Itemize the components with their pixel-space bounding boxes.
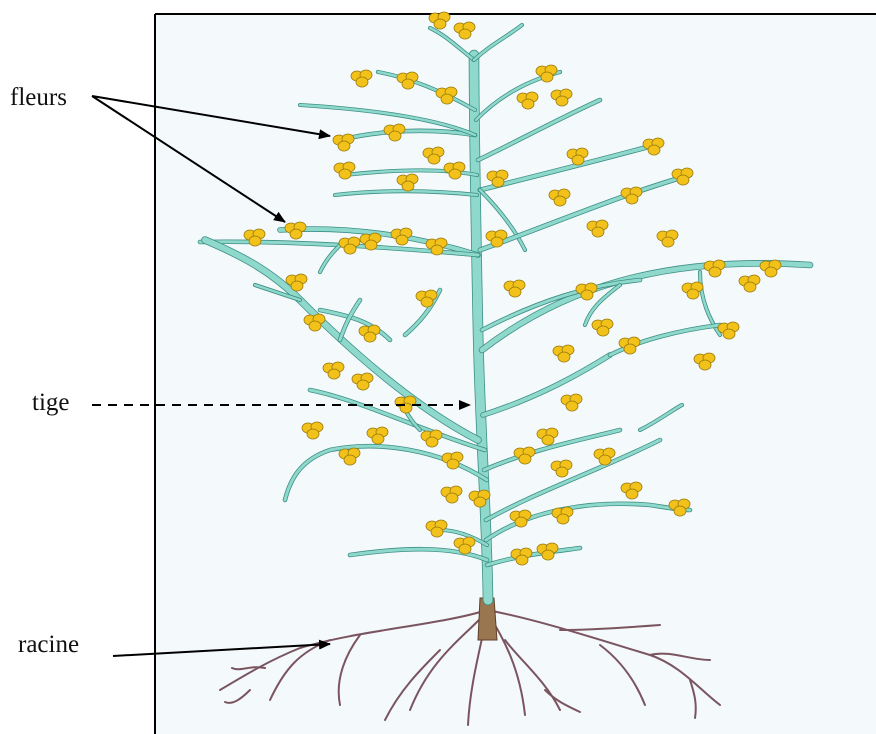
flower-petal	[624, 344, 636, 354]
flower-petal	[339, 169, 351, 179]
flower-petal	[626, 489, 638, 499]
flower-petal	[356, 77, 368, 87]
flower-petal	[516, 555, 528, 565]
flower-petal	[426, 437, 438, 447]
label-flowers: fleurs	[10, 84, 67, 111]
flower-petal	[723, 329, 735, 339]
flower-petal	[402, 181, 414, 191]
flower-petal	[344, 244, 356, 254]
label-stem: tige	[32, 389, 70, 416]
flower-petal	[307, 429, 319, 439]
flower-petal	[328, 369, 340, 379]
flower-petal	[492, 177, 504, 187]
drawing-panel	[155, 14, 876, 734]
flower-petal	[389, 131, 401, 141]
flower-petal	[626, 194, 638, 204]
flower-petal	[428, 154, 440, 164]
flower-petal	[592, 227, 604, 237]
flower-petal	[744, 282, 756, 292]
flower-petal	[344, 455, 356, 465]
flower-petal	[542, 435, 554, 445]
flower-petal	[566, 401, 578, 411]
flower-petal	[459, 544, 471, 554]
flower-petal	[677, 175, 689, 185]
flower-petal	[446, 493, 458, 503]
flower-petal	[581, 290, 593, 300]
flower-petal	[357, 380, 369, 390]
flower-petal	[364, 332, 376, 342]
flower-petal	[558, 352, 570, 362]
flower-petal	[597, 326, 609, 336]
flower-petal	[447, 459, 459, 469]
flower-petal	[542, 550, 554, 560]
flower-petal	[662, 237, 674, 247]
flower-petal	[572, 155, 584, 165]
flower-petal	[431, 245, 443, 255]
flower-petal	[491, 237, 503, 247]
flower-petal	[291, 281, 303, 291]
flower-petal	[674, 506, 686, 516]
flower-petal	[515, 517, 527, 527]
label-root: racine	[18, 631, 79, 658]
flower-petal	[709, 267, 721, 277]
flower-petal	[441, 94, 453, 104]
flower-petal	[372, 434, 384, 444]
flower-petal	[459, 29, 471, 39]
flower-petal	[556, 96, 568, 106]
flower-petal	[509, 287, 521, 297]
flower-petal	[556, 467, 568, 477]
flower-petal	[365, 240, 377, 250]
flower-petal	[474, 497, 486, 507]
flower-petal	[431, 527, 443, 537]
flower-petal	[402, 79, 414, 89]
flower-petal	[599, 455, 611, 465]
flower-petal	[557, 514, 569, 524]
flower-petal	[765, 267, 777, 277]
flower-petal	[554, 196, 566, 206]
flower-petal	[309, 321, 321, 331]
flower-petal	[522, 99, 534, 109]
flower-petal	[338, 141, 350, 151]
flower-petal	[687, 289, 699, 299]
flower-petal	[434, 19, 446, 29]
flower-petal	[421, 297, 433, 307]
flower-petal	[449, 169, 461, 179]
flower-petal	[699, 360, 711, 370]
flower-petal	[519, 454, 531, 464]
flower-petal	[648, 145, 660, 155]
flower-petal	[290, 229, 302, 239]
flower-petal	[249, 236, 261, 246]
flower-petal	[396, 235, 408, 245]
flower-petal	[541, 72, 553, 82]
